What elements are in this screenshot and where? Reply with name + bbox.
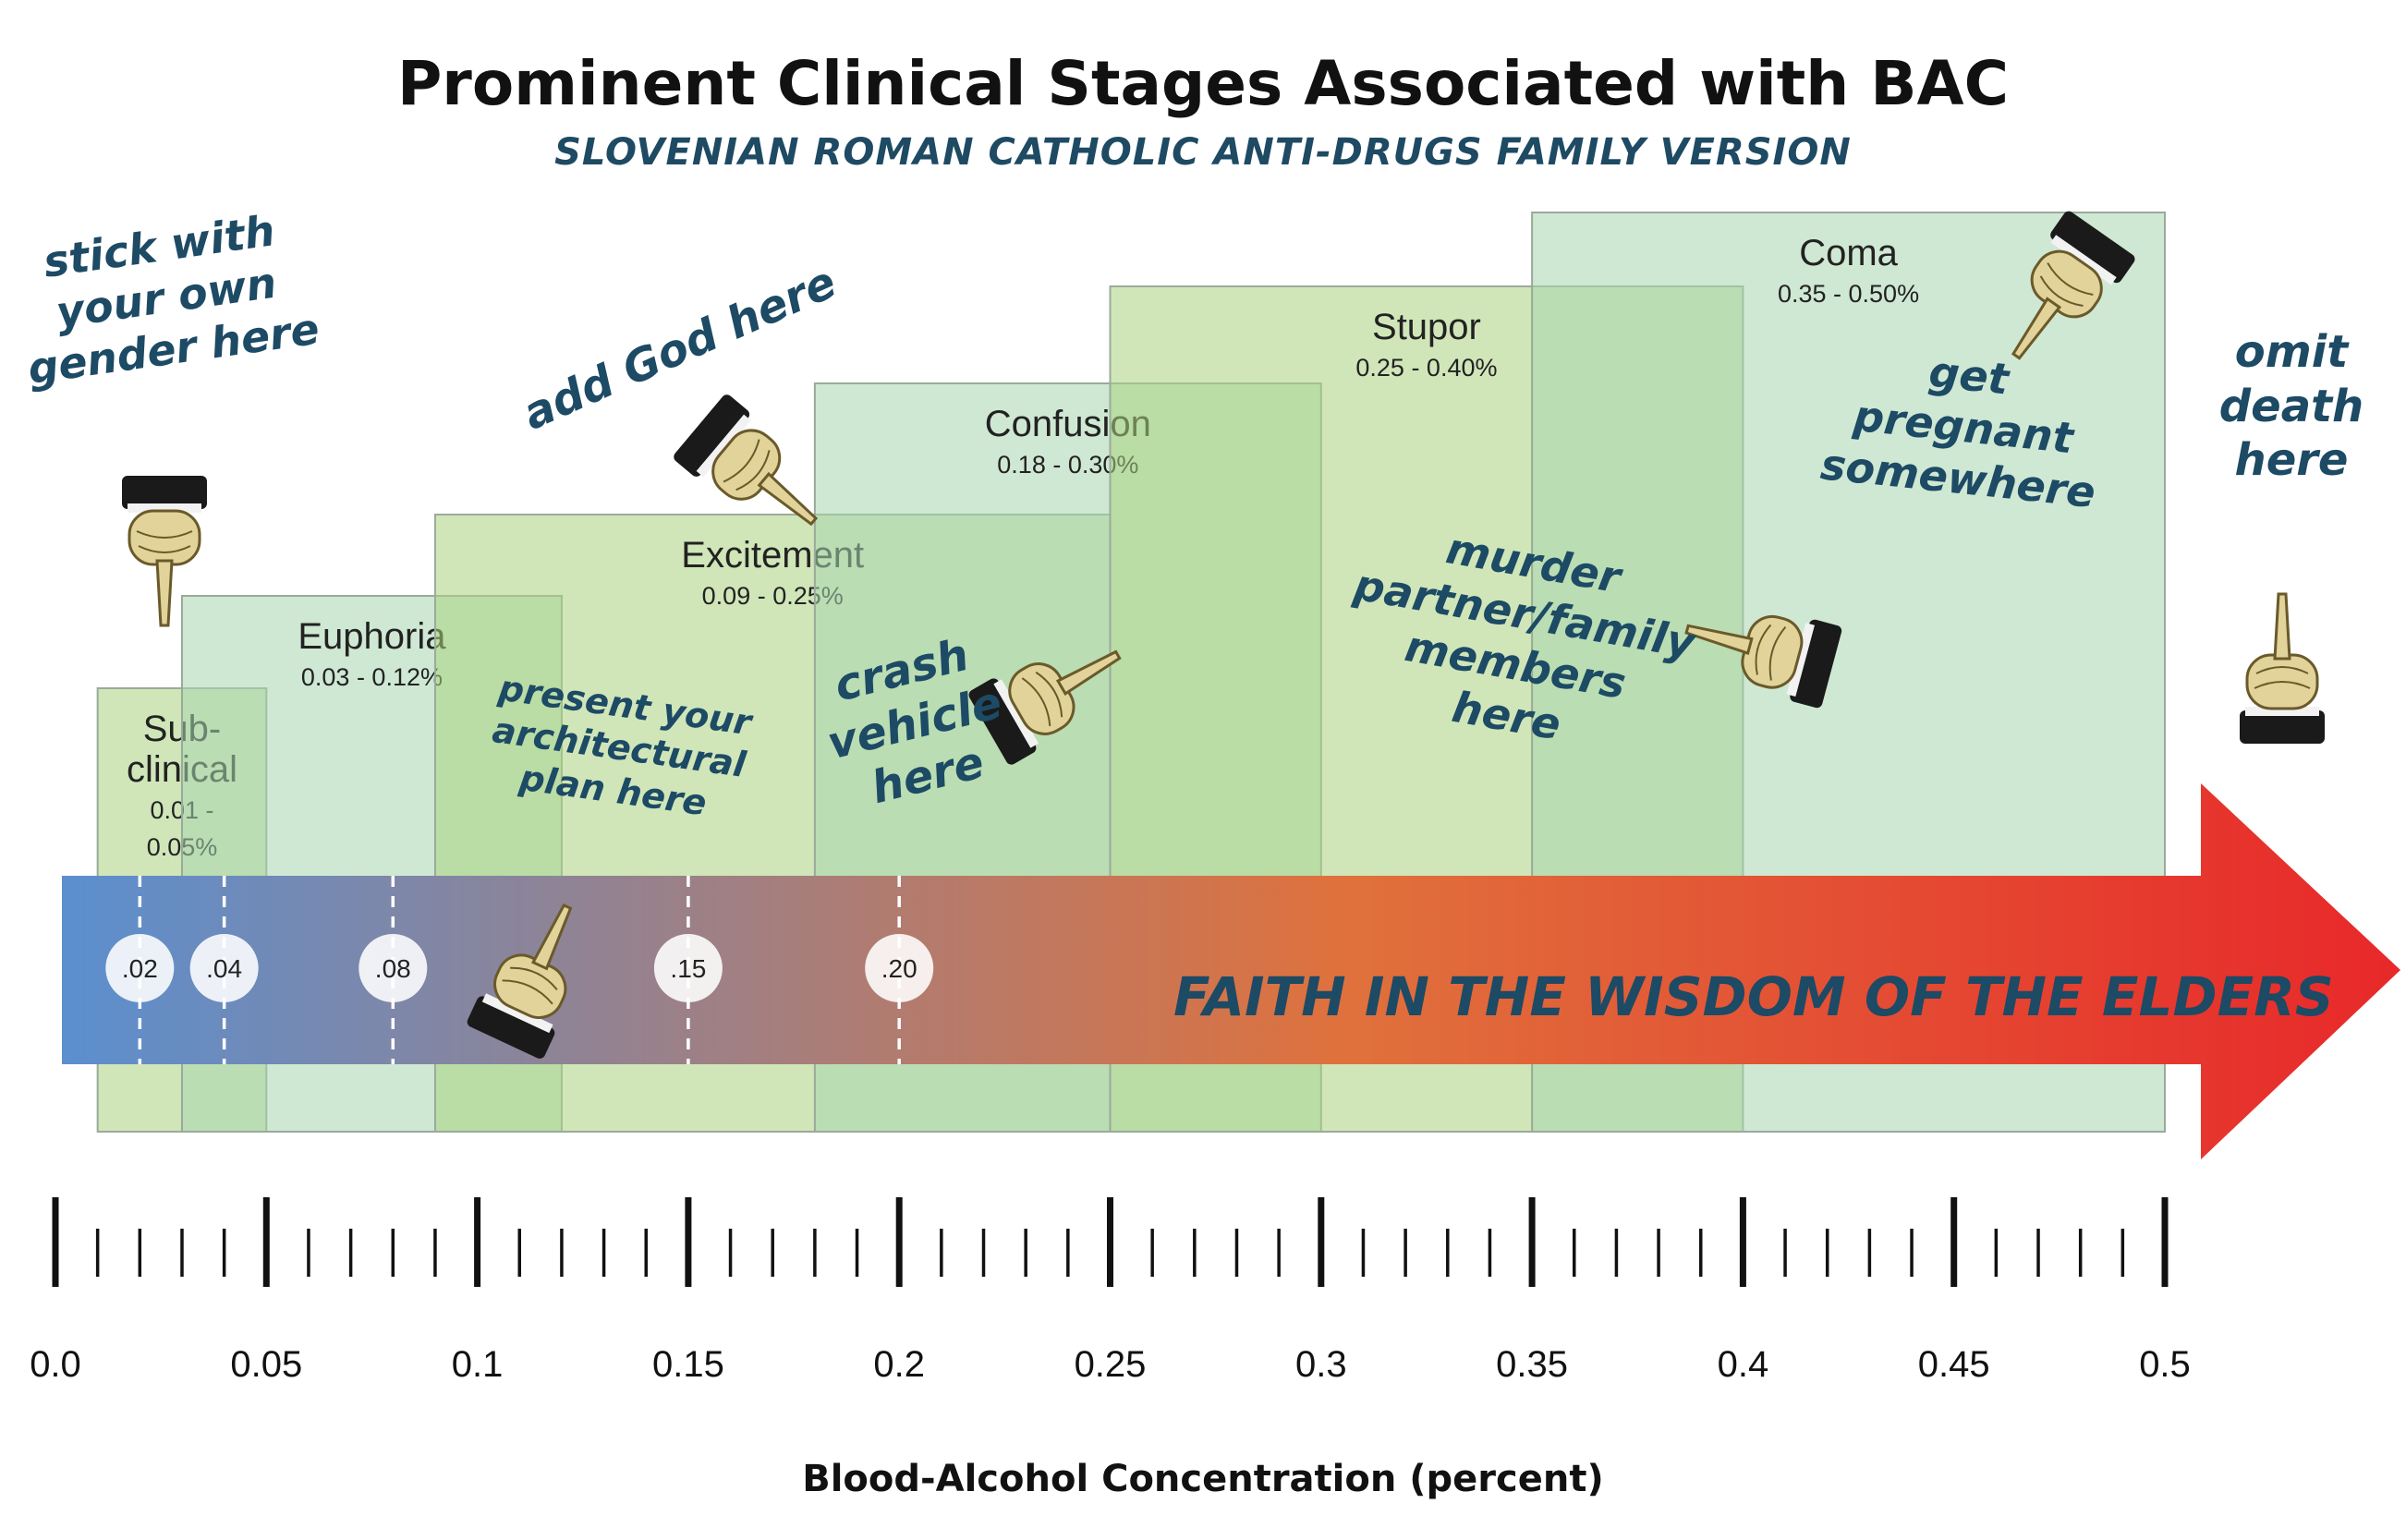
x-tick-label-2: 0.1 <box>452 1344 504 1385</box>
x-axis: 0.0 0.05 0.1 0.15 0.2 0.25 0.3 0.35 0.4 0.45 0.5 <box>30 1197 2191 1385</box>
marker-dot-1 <box>189 934 259 1002</box>
marker-label-1: .04 <box>206 954 242 983</box>
marker-dot-3 <box>653 934 723 1002</box>
stage-range-1-0: 0.03 - 0.12% <box>301 663 443 691</box>
pointing-hand-icon-5 <box>2238 592 2327 746</box>
x-tick-label-4: 0.2 <box>873 1344 925 1385</box>
annotation-pregnant: get pregnant somewhere <box>1817 346 2098 518</box>
stage-range-5-0: 0.35 - 0.50% <box>1778 280 1919 308</box>
x-tick-label-9: 0.45 <box>1918 1344 1990 1385</box>
marker-label-2: .08 <box>375 954 411 983</box>
marker-dot-2 <box>358 934 428 1002</box>
stage-name-5-0: Coma <box>1799 233 1898 273</box>
chart-title: Prominent Clinical Stages Associated wit… <box>396 48 2010 119</box>
marker-label-3: .15 <box>670 954 706 983</box>
marker-dot-0 <box>105 934 175 1002</box>
bac-arrow <box>62 783 2400 1159</box>
x-axis-title: Blood-Alcohol Concentration (percent) <box>802 1458 1604 1500</box>
x-tick-label-10: 0.5 <box>2139 1344 2191 1385</box>
x-tick-label-8: 0.4 <box>1718 1344 1769 1385</box>
x-tick-label-7: 0.35 <box>1496 1344 1568 1385</box>
marker-label-4: .20 <box>881 954 917 983</box>
chart-subtitle: SLOVENIAN ROMAN CATHOLIC ANTI-DRUGS FAMI… <box>554 131 1852 174</box>
x-tick-label-5: 0.25 <box>1075 1344 1147 1385</box>
annotation-death: omit death here <box>2218 326 2364 487</box>
bac-markers: .02 .04 .08 .15 .20 <box>105 876 934 1064</box>
marker-label-0: .02 <box>122 954 158 983</box>
x-tick-label-6: 0.3 <box>1295 1344 1347 1385</box>
arrow-label: FAITH IN THE WISDOM OF THE ELDERS <box>1173 965 2334 1028</box>
marker-dot-4 <box>865 934 934 1002</box>
x-tick-label-3: 0.15 <box>652 1344 724 1385</box>
stage-name-4-0: Stupor <box>1372 307 1481 347</box>
arrow-shape <box>62 783 2400 1159</box>
stage-name-1-0: Euphoria <box>298 616 446 657</box>
stage-range-4-0: 0.25 - 0.40% <box>1355 354 1497 382</box>
x-tick-label-1: 0.05 <box>230 1344 302 1385</box>
x-tick-label-0: 0.0 <box>30 1344 81 1385</box>
